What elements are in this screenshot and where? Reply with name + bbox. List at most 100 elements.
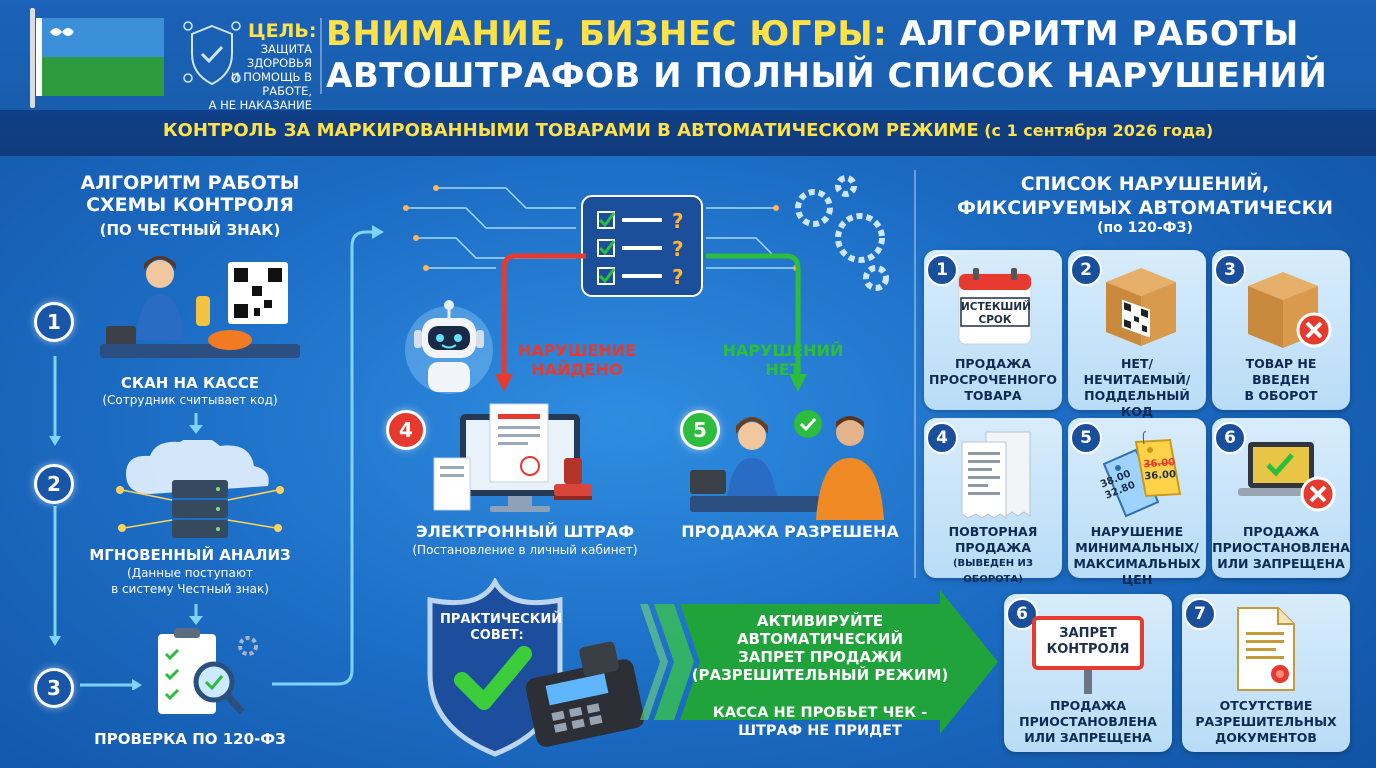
violation-line: В ОБОРОТ (1244, 388, 1318, 403)
violation-line: МИНИМАЛЬНЫХ/ (1075, 540, 1199, 555)
violation-text-3: ТОВАР НЕ ВВЕДЕН В ОБОРОТ (1212, 356, 1350, 404)
box-denied-icon (1248, 272, 1332, 348)
advice-arrow-band (640, 590, 998, 734)
step-flow-line (49, 356, 142, 690)
banner-text: КОНТРОЛЬ ЗА МАРКИРОВАННЫМИ ТОВАРАМИ В АВ… (0, 120, 1376, 141)
violation-line: ПРОДАЖА (954, 356, 1032, 371)
violation-line: ДОКУМЕНТОВ (1215, 730, 1317, 745)
violation-line: (ВЫВЕДЕН ИЗ ОБОРОТА) (952, 558, 1034, 585)
violation-found-line: НАРУШЕНИЕ (517, 341, 637, 360)
step-number-2: 2 (34, 464, 74, 504)
ban-sign-text: ЗАПРЕТ КОНТРОЛЯ (1036, 626, 1140, 658)
advice-main-line: АВТОМАТИЧЕСКИЙ (736, 630, 904, 648)
svg-text:?: ? (672, 265, 684, 289)
advice-main-line: (РАЗРЕШИТЕЛЬНЫЙ РЕЖИМ) (691, 666, 949, 684)
title-rest: АЛГОРИТМ РАБОТЫ (887, 14, 1299, 54)
yugra-flag-icon (36, 18, 164, 96)
violation-number-5: 5 (1070, 422, 1102, 454)
step3-label: ПРОВЕРКА ПО 120-ФЗ (94, 730, 286, 748)
algorithm-title-line: СХЕМЫ КОНТРОЛЯ (86, 194, 294, 216)
algorithm-title: АЛГОРИТМ РАБОТЫ СХЕМЫ КОНТРОЛЯ (40, 172, 340, 216)
violation-text-1: ПРОДАЖА ПРОСРОЧЕННОГО ТОВАРА (924, 356, 1062, 404)
violation-line: ОТСУТСТВИЕ (1219, 698, 1313, 713)
decision-arrows (496, 253, 807, 392)
advice-note-line: КАССА НЕ ПРОБЬЕТ ЧЕК - (712, 705, 928, 721)
advice-note-line: ШТРАФ НЕ ПРИДЕТ (738, 723, 902, 739)
violation-line: ПРИОСТАНОВЛЕНА (1212, 540, 1350, 555)
document-seal-icon (1237, 607, 1295, 691)
laptop-blocked-icon (1238, 442, 1336, 512)
algorithm-subtitle: (ПО ЧЕСТНЫЙ ЗНАК) (99, 221, 281, 239)
no-violation-line: НЕТ (765, 360, 801, 379)
svg-text:?: ? (672, 237, 684, 261)
algorithm-title-line: АЛГОРИТМ РАБОТЫ (80, 172, 300, 194)
robot-icon (405, 300, 493, 394)
goal-line: ЗДОРОВЬЯ (246, 56, 312, 70)
column-separator (914, 170, 916, 578)
step2-sub1: (Данные поступают (127, 566, 253, 580)
expired-sign: ИСТЕКШИЙ СРОК (961, 301, 1031, 327)
violations-subtitle: (по 120-ФЗ) (1097, 220, 1193, 236)
advice-main-line: АКТИВИРУЙТЕ (756, 612, 884, 630)
calendar-expired-icon (958, 268, 1032, 345)
svg-text:?: ? (672, 209, 684, 233)
step4-label: ЭЛЕКТРОННЫЙ ШТРАФ (415, 522, 635, 541)
violation-text-8: ОТСУТСТВИЕ РАЗРЕШИТЕЛЬНЫХ ДОКУМЕНТОВ (1182, 698, 1350, 746)
step-number-4: 4 (386, 410, 426, 450)
violation-text-6: ПРОДАЖА ПРИОСТАНОВЛЕНА ИЛИ ЗАПРЕЩЕНА (1212, 524, 1350, 572)
goal-line: ЗАЩИТА (260, 42, 312, 56)
down-arrow-icon (189, 604, 203, 625)
violation-text-5: НАРУШЕНИЕ МИНИМАЛЬНЫХ/ МАКСИМАЛЬНЫХ ЦЕН (1068, 524, 1206, 588)
no-violation-line: НАРУШЕНИЙ (722, 341, 844, 360)
step-number-3: 3 (34, 668, 74, 708)
clipboard-magnifier-icon (158, 628, 258, 715)
violation-text-7: ПРОДАЖА ПРИОСТАНОВЛЕНА ИЛИ ЗАПРЕЩЕНА (1004, 698, 1172, 746)
advice-main-line: ЗАПРЕТ ПРОДАЖИ (738, 648, 902, 666)
advice-shield-icon (427, 578, 645, 757)
cashier-scan-icon (100, 256, 300, 358)
goal-title: ЦЕЛЬ: (248, 20, 317, 42)
step1-sub: (Сотрудник считывает код) (102, 393, 278, 407)
advice-label-line: ПРАКТИЧЕСКИЙ (440, 612, 563, 627)
subtitle-banner (0, 110, 1376, 156)
advice-label: ПРАКТИЧЕСКИЙ СОВЕТ: (440, 612, 563, 644)
violations-title-line: СПИСОК НАРУШЕНИЙ, (1020, 173, 1270, 195)
ban-sign-line: КОНТРОЛЯ (1046, 642, 1130, 657)
violation-number-6: 6 (1214, 422, 1246, 454)
circuit-checklist-graphic: ? ? ? (403, 175, 889, 297)
violation-line: ПРИОСТАНОВЛЕНА (1019, 714, 1157, 729)
violations-title-line: ФИКСИРУЕМЫХ АВТОМАТИЧЕСКИ (956, 197, 1333, 219)
violation-line: МАКСИМАЛЬНЫХ ЦЕН (1073, 556, 1201, 587)
violation-line: ПРОДАЖА (954, 540, 1032, 555)
goal-text: ЗАЩИТА ЗДОРОВЬЯ И ПОМОЩЬ В РАБОТЕ, А НЕ … (178, 42, 312, 112)
violation-found-line: НАЙДЕНО (531, 360, 623, 379)
violation-number-8: 7 (1184, 598, 1216, 630)
violation-line: РАЗРЕШИТЕЛЬНЫХ (1195, 714, 1337, 729)
violation-line: ТОВАРА (964, 388, 1022, 403)
violation-line: ПРОДАЖА (1049, 698, 1127, 713)
violation-line: НАРУШЕНИЕ (1090, 524, 1184, 539)
violation-line: НЕТ/НЕЧИТАЕМЫЙ/ (1083, 356, 1191, 387)
advice-main-text: АКТИВИРУЙТЕ АВТОМАТИЧЕСКИЙ ЗАПРЕТ ПРОДАЖ… (680, 612, 960, 684)
violations-title: СПИСОК НАРУШЕНИЙ, ФИКСИРУЕМЫХ АВТОМАТИЧЕ… (920, 172, 1370, 220)
violation-text-4: ПОВТОРНАЯ ПРОДАЖА (ВЫВЕДЕН ИЗ ОБОРОТА) (924, 524, 1062, 588)
step1-label: СКАН НА КАССЕ (120, 374, 260, 392)
page-title-line2: АВТОШТРАФОВ И ПОЛНЫЙ СПИСОК НАРУШЕНИЙ (326, 56, 1328, 96)
no-violation-label: НАРУШЕНИЙ НЕТ (718, 341, 848, 379)
down-arrow-icon (189, 413, 203, 434)
price-tag-yellow: 36.00 36.00 (1143, 457, 1185, 484)
price-tags-icon (1102, 431, 1182, 518)
step4-sub: (Постановление в личный кабинет) (412, 543, 638, 557)
box-qr-icon (1106, 268, 1176, 346)
advice-label-line: СОВЕТ: (470, 628, 524, 643)
violation-line: ИЛИ ЗАПРЕЩЕНА (1024, 730, 1152, 745)
violation-line: ВВЕДЕН (1252, 372, 1310, 387)
banner-main: КОНТРОЛЬ ЗА МАРКИРОВАННЫМИ ТОВАРАМИ В АВ… (162, 120, 979, 141)
violation-number-4: 4 (926, 422, 958, 454)
step2-sub2: в систему Честный знак) (111, 582, 269, 596)
header-divider (320, 18, 322, 94)
connector-line (272, 225, 384, 686)
advice-note: КАССА НЕ ПРОБЬЕТ ЧЕК - ШТРАФ НЕ ПРИДЕТ (680, 704, 960, 740)
banner-date: (с 1 сентября 2026 года) (978, 121, 1214, 140)
expired-sign-line: СРОК (978, 314, 1012, 326)
